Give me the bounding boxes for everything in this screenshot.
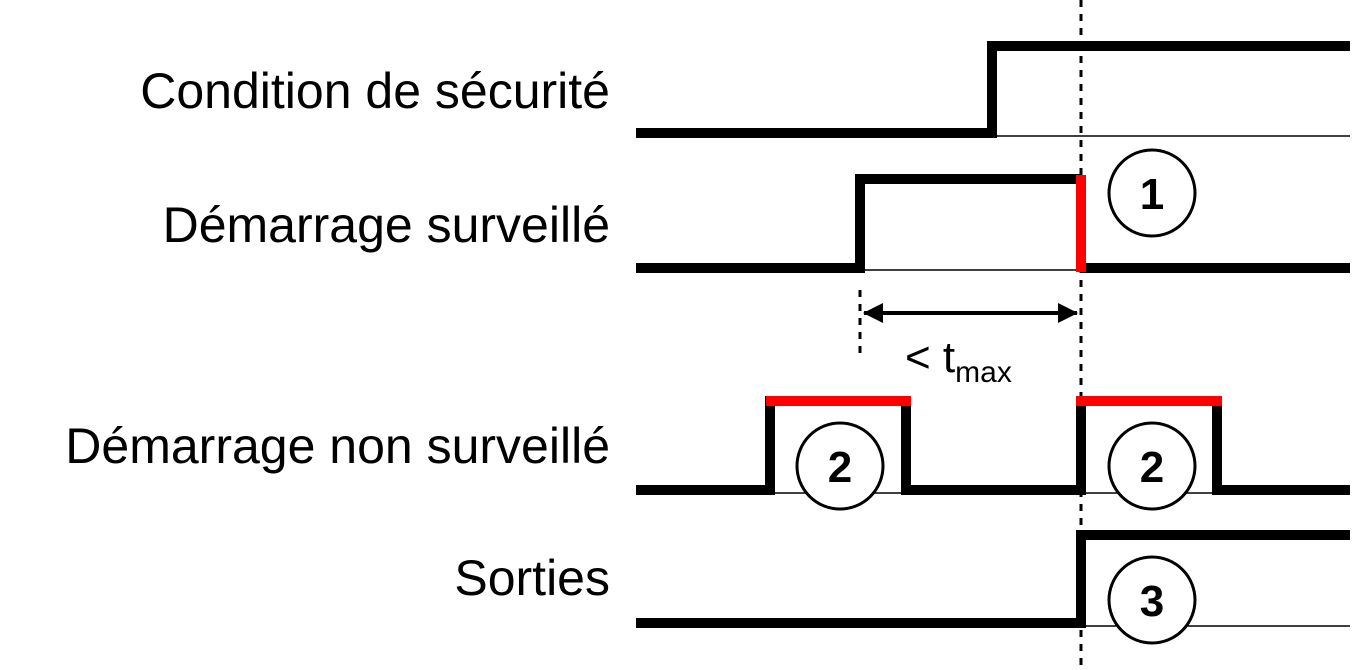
label-condition-securite: Condition de sécurité <box>140 63 610 119</box>
label-sorties: Sorties <box>454 550 610 606</box>
timing-label: < tmax <box>905 333 1012 389</box>
marker-2a: 2 <box>795 421 885 511</box>
timing-label-prefix: < t <box>905 333 955 382</box>
marker-1: 1 <box>1107 148 1197 238</box>
highlights <box>766 175 1222 406</box>
svg-text:3: 3 <box>1140 577 1164 626</box>
waveforms <box>636 41 1350 628</box>
label-demarrage-surveille: Démarrage surveillé <box>163 197 610 253</box>
waveform-outputs <box>636 530 1350 628</box>
svg-text:2: 2 <box>828 443 852 492</box>
svg-text:1: 1 <box>1140 170 1164 219</box>
waveform-condition <box>636 41 1350 138</box>
label-demarrage-non-surveille: Démarrage non surveillé <box>65 418 610 474</box>
waveform-unmonitored <box>636 396 1350 495</box>
waveform-monitored-high <box>636 174 1081 273</box>
timing-label-subscript: max <box>955 356 1012 389</box>
marker-3: 3 <box>1107 555 1197 645</box>
svg-text:2: 2 <box>1140 443 1164 492</box>
marker-2b: 2 <box>1107 421 1197 511</box>
